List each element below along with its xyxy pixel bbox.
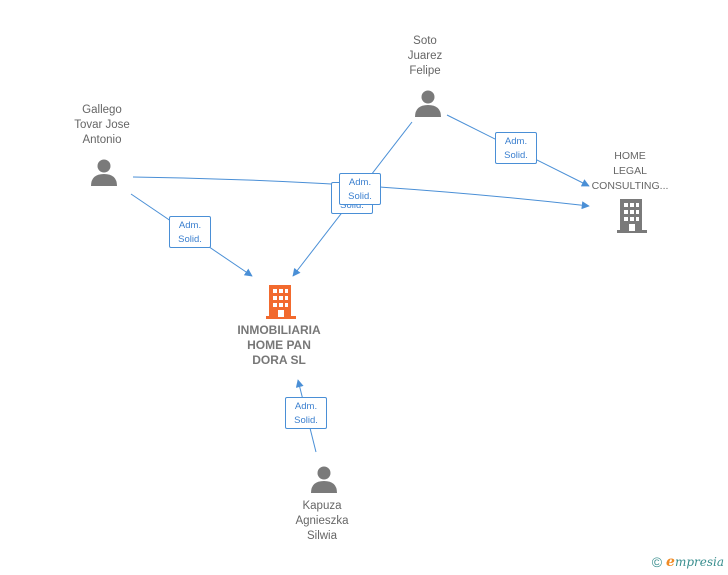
brand-name: mpresia xyxy=(674,555,724,569)
role-line-2: Solid. xyxy=(348,191,372,202)
role-badge-soto-inmobiliaria[interactable]: Adm. Solid. xyxy=(339,173,381,205)
company-name-inmobiliaria[interactable]: INMOBILIARIA HOME PAN DORA SL xyxy=(237,323,321,367)
company-name-home-legal[interactable]: HOME LEGAL CONSULTING... xyxy=(591,150,669,192)
role-line-2: Solid. xyxy=(340,200,364,211)
role-line-1: Adm. xyxy=(178,220,202,231)
person-icon[interactable] xyxy=(89,157,119,187)
brand-footer[interactable]: © empresia xyxy=(652,553,724,571)
building-icon[interactable] xyxy=(615,198,649,234)
brand-initial: e xyxy=(666,554,675,570)
person-name-soto[interactable]: Soto Juarez Felipe xyxy=(407,35,443,77)
person-icon[interactable] xyxy=(413,88,443,118)
person-icon[interactable] xyxy=(309,464,339,494)
person-name-gallego[interactable]: Gallego Tovar Jose Antonio xyxy=(74,104,130,146)
role-badge-soto-homelegal[interactable]: Adm. Solid. xyxy=(495,132,537,164)
building-icon[interactable] xyxy=(264,284,298,320)
brand-logo: empresia xyxy=(666,554,724,570)
role-line-2: Solid. xyxy=(294,415,318,426)
role-badge-kapuza-inmobiliaria[interactable]: Adm. Solid. xyxy=(285,397,327,429)
role-line-2: Solid. xyxy=(178,234,202,245)
role-badge-gallego-inmobiliaria[interactable]: Adm. Solid. xyxy=(169,216,211,248)
role-line-1: Adm. xyxy=(504,136,528,147)
person-name-kapuza[interactable]: Kapuza Agnieszka Silwia xyxy=(295,500,349,542)
role-line-1: Adm. xyxy=(294,401,318,412)
role-line-2: Solid. xyxy=(504,150,528,161)
copyright-icon: © xyxy=(651,554,663,570)
role-line-1: Adm. xyxy=(348,177,372,188)
